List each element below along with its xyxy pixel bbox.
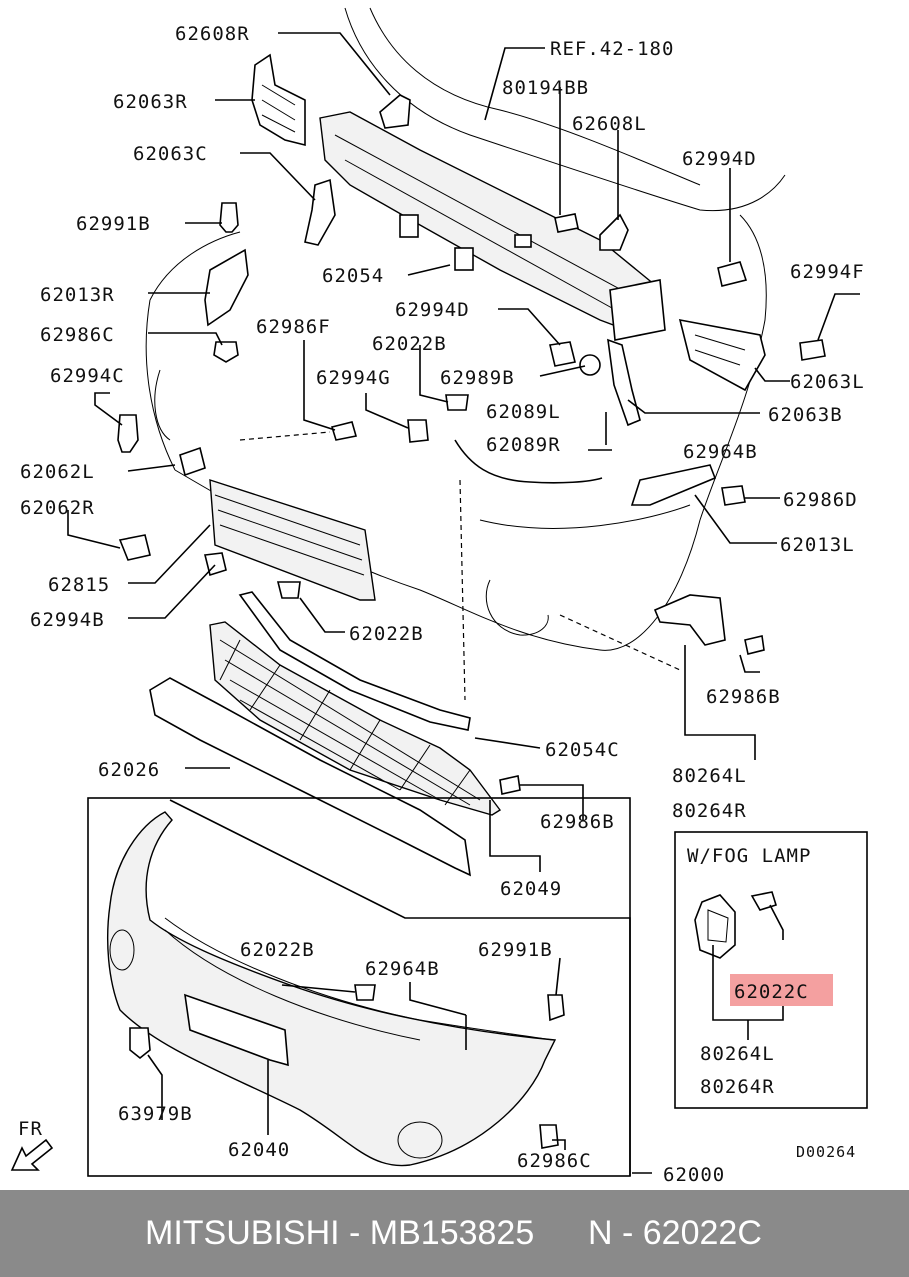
parts-diagram: 62608R REF.42-180 80194BB 62063R 62608L … [10, 7, 868, 1186]
bolt-62986C-a [213, 341, 239, 363]
label-62991B-a: 62991B [76, 213, 151, 235]
label-80264L-a: 80264L [672, 765, 747, 787]
bolt-62994D-a [717, 261, 748, 287]
label-62994G: 62994G [316, 367, 391, 389]
label-62815: 62815 [48, 574, 110, 596]
grommet-62994C [117, 414, 139, 453]
label-62063R: 62063R [113, 91, 188, 113]
label-62026: 62026 [98, 759, 160, 781]
label-62986F: 62986F [256, 316, 331, 338]
label-62062L: 62062L [20, 461, 95, 483]
label-62994C: 62994C [50, 365, 125, 387]
bolt-62994F [799, 339, 826, 361]
label-62063B: 62063B [768, 404, 843, 426]
grille-mesh [219, 639, 481, 806]
label-fr: FR [18, 1118, 43, 1140]
label-62022B-b: 62022B [349, 623, 424, 645]
nut-62989B [579, 354, 601, 376]
foglamp-bracket-upper [653, 594, 726, 646]
label-62986C-a: 62986C [40, 324, 115, 346]
clip-62991B-b [547, 994, 565, 1022]
label-80264R-b: 80264R [700, 1076, 775, 1098]
label-62022B-a: 62022B [372, 333, 447, 355]
clip-62991B [219, 202, 239, 233]
label-62089R: 62089R [486, 434, 561, 456]
bracket-62013R [204, 248, 249, 327]
label-62986C-b: 62986C [517, 1150, 592, 1172]
label-ref-42-180: REF.42-180 [550, 38, 674, 60]
grommet-63979B [129, 1027, 151, 1060]
footer-bar: MITSUBISHI - MB153825 N - 62022C [0, 1190, 909, 1277]
wire-62089 [454, 439, 603, 484]
strip-62054C [238, 591, 471, 731]
label-62022C: 62022C [734, 981, 809, 1003]
label-62994F: 62994F [790, 261, 865, 283]
foglamp-bracket [694, 894, 736, 959]
bracket-62063B [607, 338, 641, 427]
label-62013R: 62013R [40, 284, 115, 306]
bracket-62063R [251, 53, 306, 147]
label-w-fog-lamp: W/FOG LAMP [687, 845, 811, 867]
screw-62986B-b [499, 775, 521, 795]
label-62994D-b: 62994D [395, 299, 470, 321]
license-plate-62815 [209, 479, 376, 601]
label-62986B-b: 62986B [540, 811, 615, 833]
label-62054: 62054 [322, 265, 384, 287]
fr-arrow-icon [10, 1138, 54, 1171]
label-62063C: 62063C [133, 143, 208, 165]
label-62040: 62040 [228, 1139, 290, 1161]
label-62000: 62000 [663, 1164, 725, 1186]
part-labels: 62608R REF.42-180 80194BB 62063R 62608L … [18, 23, 865, 1186]
screw-62986F [330, 421, 358, 441]
clip-62022B-b [276, 581, 301, 599]
label-80264L-b: 80264L [700, 1043, 775, 1065]
label-62989B: 62989B [440, 367, 515, 389]
leader-lines [67, 32, 860, 1176]
label-62062R: 62062R [20, 497, 95, 519]
label-62608R: 62608R [175, 23, 250, 45]
bracket-62608R [379, 94, 411, 129]
screw-80194BB [554, 213, 579, 233]
clip-62062L [179, 446, 206, 477]
label-62986B-a: 62986B [706, 686, 781, 708]
front-bumper-fascia-62000 [107, 811, 557, 1167]
label-63979B: 63979B [118, 1103, 193, 1125]
label-62964B-a: 62964B [683, 441, 758, 463]
label-80194BB: 80194BB [502, 77, 589, 99]
label-62089L: 62089L [486, 401, 561, 423]
foglamp-box [674, 831, 868, 1109]
bracket-62608L [599, 213, 629, 251]
label-62994D-a: 62994D [682, 148, 757, 170]
label-62022B-c: 62022B [240, 939, 315, 961]
highlight-62022C [730, 974, 833, 1006]
clip-62022B-c [354, 984, 376, 1001]
bolt-62994G [407, 419, 429, 443]
clip-62022C [750, 891, 777, 911]
footer-part-number: MITSUBISHI - MB153825 [145, 1214, 535, 1252]
bumper-reinforcement [319, 111, 666, 341]
screw-62986B-a [744, 635, 765, 655]
clip-62022B-a [445, 394, 469, 411]
bolt-62994D-b [549, 341, 576, 367]
label-62994B: 62994B [30, 609, 105, 631]
label-d00264: D00264 [796, 1143, 856, 1161]
lip-62026 [149, 677, 472, 877]
bolt-62986D [721, 485, 746, 506]
label-62054C: 62054C [545, 739, 620, 761]
label-62991B-b: 62991B [478, 939, 553, 961]
label-62964B-b: 62964B [365, 958, 440, 980]
footer-reference: N - 62022C [588, 1214, 762, 1252]
label-62013L: 62013L [780, 534, 855, 556]
bolt-62986C-b [539, 1124, 559, 1149]
bracket-62063C [304, 178, 336, 246]
label-62986D: 62986D [783, 489, 858, 511]
clip-62062R [118, 534, 151, 561]
label-62049: 62049 [500, 878, 562, 900]
label-80264R-a: 80264R [672, 800, 747, 822]
label-62063L: 62063L [790, 371, 865, 393]
bracket-62013L [630, 464, 717, 506]
label-62608L: 62608L [572, 113, 647, 135]
bracket-62063L [678, 318, 766, 392]
